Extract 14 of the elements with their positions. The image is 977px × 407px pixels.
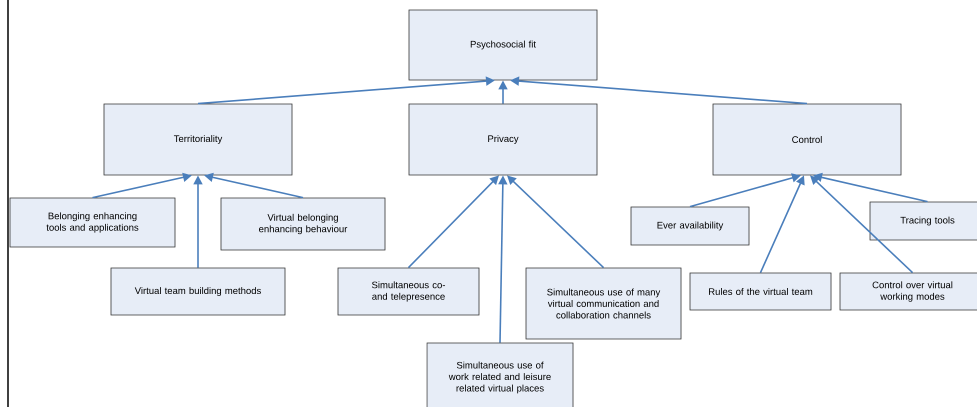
concept-box: Virtual belonging enhancing behaviour (220, 198, 386, 250)
concept-box: Simultaneous use of work related and leisure related virtual places (426, 342, 574, 407)
concept-box: Simultaneous co- and telepresence (338, 268, 480, 316)
concept-box: Simultaneous use of many virtual communication and collaboration channels (526, 268, 682, 340)
category-box: Territoriality (104, 104, 292, 176)
concept-box: Virtual team building methods (110, 268, 286, 316)
concept-box: Belonging enhancing tools and applications (10, 198, 176, 248)
category-box: Control (712, 104, 902, 176)
concept-box: Ever availability (630, 206, 750, 246)
concept-box: Control over virtual working modes (840, 272, 977, 310)
category-box: Privacy (408, 104, 598, 176)
concept-box: Rules of the virtual team (690, 272, 832, 310)
concept-box: Tracing tools (870, 202, 977, 240)
root-box: Psychosocial fit (408, 10, 598, 80)
